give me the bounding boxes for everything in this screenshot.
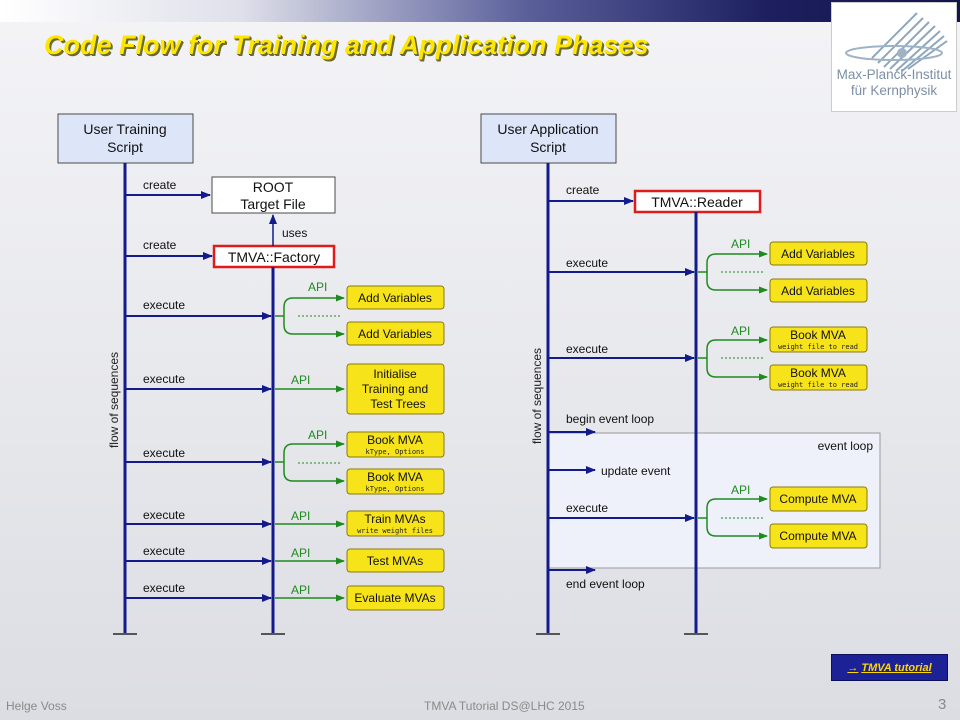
evaluate-mvas-box bbox=[346, 585, 445, 611]
app-add-variables-label-2: Add Variables bbox=[781, 284, 855, 298]
slide-header-bar bbox=[0, 0, 960, 22]
institute-logo: Max-Planck-Institut für Kernphysik bbox=[831, 2, 957, 112]
execute-label-3: execute bbox=[143, 446, 185, 460]
initialise-label-2: Training and bbox=[362, 382, 428, 396]
add-variables-box-1 bbox=[346, 285, 445, 310]
initialise-trees-box bbox=[346, 363, 445, 415]
execute-label-2: execute bbox=[143, 372, 185, 386]
root-target-label-2: Target File bbox=[240, 196, 306, 212]
app-add-variables-label-1: Add Variables bbox=[781, 247, 855, 261]
application-flow-label: flow of sequences bbox=[530, 348, 544, 444]
slide-title: Code Flow for Training and Application P… bbox=[44, 30, 649, 60]
begin-loop-label: begin event loop bbox=[566, 412, 654, 426]
app-book-mva-sub-2: weight file to read bbox=[778, 381, 858, 389]
app-book-mva-box-2 bbox=[769, 364, 868, 391]
initialise-label-1: Initialise bbox=[373, 367, 417, 381]
application-script-title-1: User Application bbox=[497, 121, 598, 137]
api-label-5: API bbox=[291, 546, 310, 560]
train-mvas-label: Train MVAs bbox=[364, 512, 425, 526]
app-add-variables-box-1 bbox=[769, 241, 868, 266]
api-label-1: API bbox=[308, 280, 327, 294]
training-script-box bbox=[57, 113, 194, 164]
add-variables-label-1: Add Variables bbox=[358, 291, 432, 305]
execute-label-6: execute bbox=[143, 581, 185, 595]
compute-mva-label-2: Compute MVA bbox=[779, 529, 856, 543]
training-script-title-1: User Training bbox=[83, 121, 166, 137]
train-mvas-box bbox=[346, 510, 445, 537]
add-variables-label-2: Add Variables bbox=[358, 327, 432, 341]
create-reader-label: create bbox=[566, 183, 600, 197]
execute-label-1: execute bbox=[143, 298, 185, 312]
initialise-label-3: Test Trees bbox=[370, 397, 425, 411]
app-book-mva-sub-1: weight file to read bbox=[778, 343, 858, 351]
book-mva-label-1: Book MVA bbox=[367, 433, 423, 447]
app-execute-label-2: execute bbox=[566, 342, 608, 356]
compute-mva-label-1: Compute MVA bbox=[779, 492, 856, 506]
arrow-right-icon: → bbox=[847, 661, 859, 674]
tmva-reader-label: TMVA::Reader bbox=[651, 194, 743, 210]
footer-author: Helge Voss bbox=[6, 699, 67, 713]
app-add-variables-box-2 bbox=[769, 278, 868, 303]
app-api-label-1: API bbox=[731, 237, 750, 251]
api-label-4: API bbox=[291, 509, 310, 523]
app-book-mva-label-1: Book MVA bbox=[790, 328, 846, 342]
app-api-label-2: API bbox=[731, 324, 750, 338]
book-mva-sub-2: kType, Options bbox=[365, 485, 424, 493]
footer-event: TMVA Tutorial DS@LHC 2015 bbox=[424, 699, 585, 713]
compute-mva-box-2 bbox=[769, 523, 868, 549]
application-flow: event loop User Application Script flow … bbox=[480, 113, 881, 635]
tmva-factory-label: TMVA::Factory bbox=[228, 249, 320, 265]
logo-line-1: Max-Planck-Institut bbox=[836, 67, 952, 82]
app-execute-label-1: execute bbox=[566, 256, 608, 270]
api-label-6: API bbox=[291, 583, 310, 597]
application-script-title-2: Script bbox=[530, 139, 566, 155]
tmva-tutorial-link[interactable]: → TMVA tutorial bbox=[831, 654, 948, 681]
root-target-file-box bbox=[211, 176, 336, 214]
tmva-tutorial-link-label: TMVA tutorial bbox=[861, 661, 932, 674]
training-script-title-2: Script bbox=[107, 139, 143, 155]
api-label-2: API bbox=[291, 373, 310, 387]
book-mva-sub-1: kType, Options bbox=[365, 448, 424, 456]
create-label-1: create bbox=[143, 178, 177, 192]
create-label-2: create bbox=[143, 238, 177, 252]
update-event-label: update event bbox=[601, 464, 671, 478]
book-mva-box-1 bbox=[346, 431, 445, 458]
app-api-label-3: API bbox=[731, 483, 750, 497]
execute-label-4: execute bbox=[143, 508, 185, 522]
evaluate-mvas-label: Evaluate MVAs bbox=[354, 591, 435, 605]
uses-label: uses bbox=[282, 226, 307, 240]
test-mvas-box bbox=[346, 548, 445, 573]
compute-mva-box-1 bbox=[769, 486, 868, 512]
end-loop-label: end event loop bbox=[566, 577, 645, 591]
application-script-box bbox=[480, 113, 617, 164]
book-mva-label-2: Book MVA bbox=[367, 470, 423, 484]
test-mvas-label: Test MVAs bbox=[367, 554, 423, 568]
mpi-emblem-icon bbox=[845, 12, 948, 72]
app-execute-label-3: execute bbox=[566, 501, 608, 515]
logo-line-2: für Kernphysik bbox=[850, 83, 938, 98]
train-mvas-sub: write weight files bbox=[357, 527, 433, 535]
training-flow: User Training Script flow of sequences R… bbox=[57, 113, 445, 635]
book-mva-box-2 bbox=[346, 468, 445, 495]
app-book-mva-label-2: Book MVA bbox=[790, 366, 846, 380]
page-number: 3 bbox=[938, 696, 947, 713]
execute-label-5: execute bbox=[143, 544, 185, 558]
add-variables-box-2 bbox=[346, 321, 445, 346]
api-label-3: API bbox=[308, 428, 327, 442]
app-book-mva-box-1 bbox=[769, 326, 868, 353]
event-loop-label: event loop bbox=[818, 439, 874, 453]
training-flow-label: flow of sequences bbox=[107, 352, 121, 448]
root-target-label-1: ROOT bbox=[253, 179, 294, 195]
